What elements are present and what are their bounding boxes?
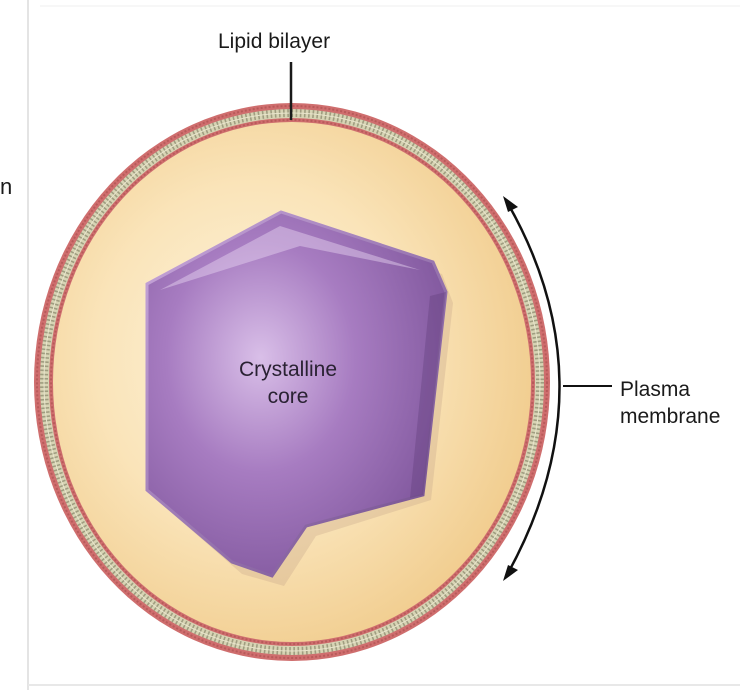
arrow-down-icon [503,565,518,581]
core-label-line2: core [213,383,363,410]
plasma-label-line1: Plasma [620,376,720,403]
lipid-bilayer-label: Lipid bilayer [218,28,330,55]
plasma-membrane-label: Plasma membrane [620,376,720,431]
left-edge-text-fragment: n [0,173,12,202]
arrow-up-icon [503,196,518,212]
core-label-line1: Crystalline [213,356,363,383]
plasma-label-line2: membrane [620,403,720,430]
crystalline-core-label: Crystalline core [213,356,363,411]
